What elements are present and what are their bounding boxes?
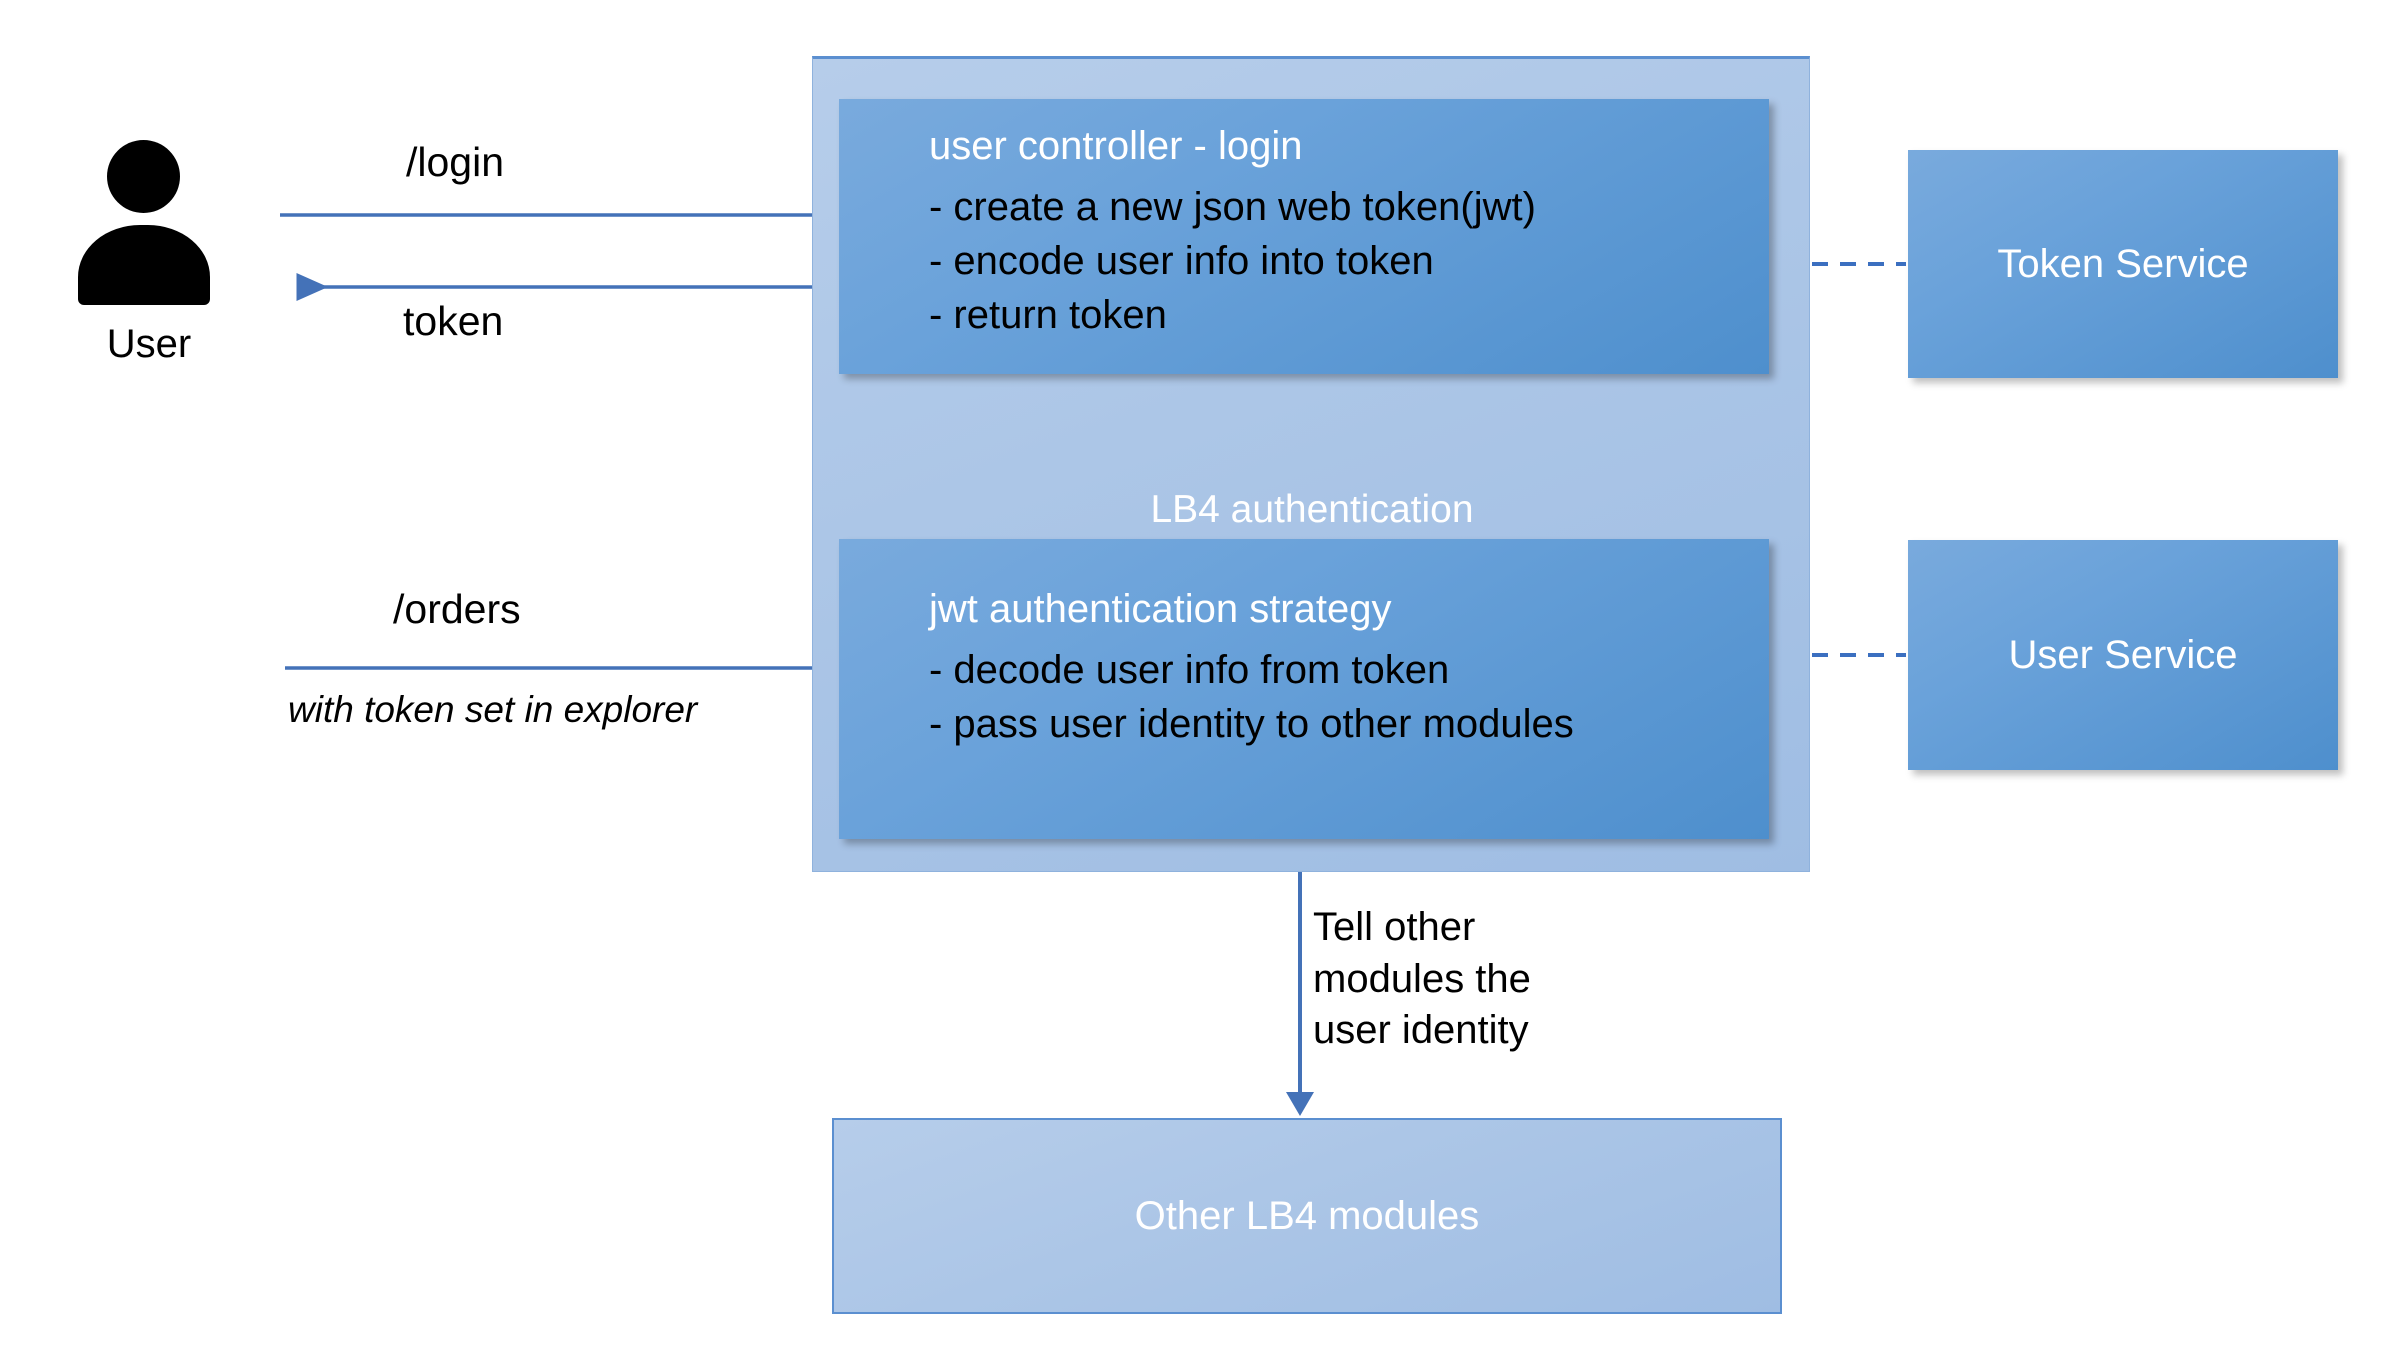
box-user-controller: user controller - login - create a new j… bbox=[839, 99, 1769, 374]
service-box-user-service: User Service bbox=[1908, 540, 2338, 770]
flow-label-orders: /orders bbox=[393, 586, 521, 632]
flow-label-orders-note: with token set in explorer bbox=[288, 689, 698, 730]
user-head-shape bbox=[107, 140, 180, 213]
box-jwt-strategy-title: jwt authentication strategy bbox=[929, 587, 1392, 631]
box-jwt-strategy-lines: - decode user info from token - pass use… bbox=[929, 650, 1574, 758]
bullet-line: - pass user identity to other modules bbox=[929, 702, 1574, 746]
box-other-lb4-modules: Other LB4 modules bbox=[832, 1118, 1782, 1314]
user-label: User bbox=[106, 322, 192, 366]
flow-label-login: /login bbox=[406, 139, 505, 185]
bullet-line: - return token bbox=[929, 293, 1167, 337]
user-actor: User bbox=[78, 140, 258, 370]
user-body-shape bbox=[78, 225, 210, 305]
flow-label-token: token bbox=[403, 298, 504, 344]
bullet-line: - create a new json web token(jwt) bbox=[929, 185, 1536, 229]
lb4-authentication-label: LB4 authentication bbox=[1150, 488, 1474, 531]
service-label: User Service bbox=[2008, 633, 2238, 677]
box-user-controller-title: user controller - login bbox=[929, 124, 1303, 168]
user-person-icon bbox=[78, 140, 223, 315]
service-label: Token Service bbox=[1997, 242, 2249, 286]
wire-other-modules-head bbox=[1286, 1092, 1314, 1116]
bullet-line: - decode user info from token bbox=[929, 648, 1450, 692]
service-box-token-service: Token Service bbox=[1908, 150, 2338, 378]
box-user-controller-lines: - create a new json web token(jwt) - enc… bbox=[929, 187, 1536, 349]
box-jwt-authentication-strategy: jwt authentication strategy - decode use… bbox=[839, 539, 1769, 839]
bullet-line: - encode user info into token bbox=[929, 239, 1434, 283]
lb4-authentication-container: user controller - login - create a new j… bbox=[812, 56, 1810, 872]
other-modules-label: Other LB4 modules bbox=[1134, 1194, 1480, 1238]
